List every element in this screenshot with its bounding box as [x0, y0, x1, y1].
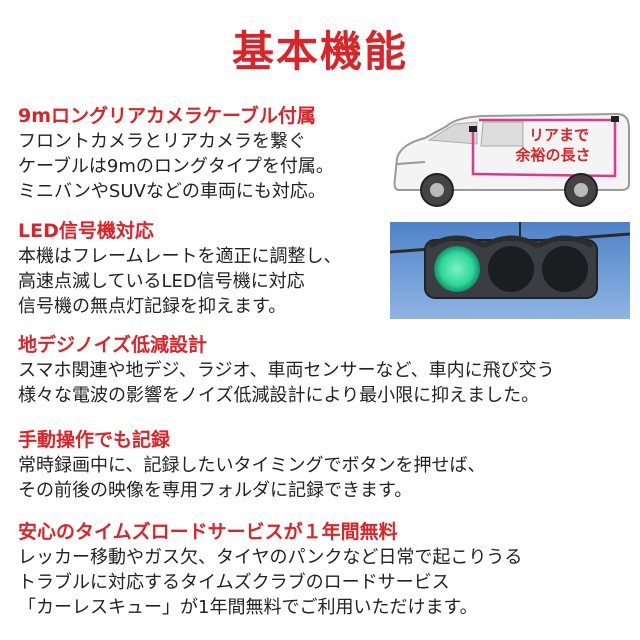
section-heading: LED信号機対応 — [18, 220, 154, 242]
section-rear-camera-cable: 9mロングリアカメラケーブル付属 フロントカメラとリアカメラを繋ぐ ケーブルは9… — [18, 103, 334, 204]
yellow-lamp — [488, 246, 534, 292]
front-camera — [469, 126, 477, 132]
section-body: フロントカメラとリアカメラを繋ぐ ケーブルは9mのロングタイプを付属。 ミニバン… — [18, 129, 334, 204]
section-road-service: 安心のタイムズロードサービスが１年間無料 レッカー移動やガス欠、タイヤのパンクな… — [18, 519, 522, 620]
body-line: ケーブルは9mのロングタイプを付属。 — [18, 156, 334, 177]
section-body: スマホ関連や地デジ、ラジオ、車両センサーなど、車内に飛び交う 様々な電波の影響を… — [18, 358, 555, 408]
body-line: その前後の映像を専用フォルダに記録できます。 — [18, 480, 413, 501]
body-line: 信号機の無点灯記録を抑えます。 — [18, 296, 287, 317]
section-led-signal: LED信号機対応 本機はフレームレートを適正に調整し、 高速点滅しているLED信… — [18, 218, 341, 319]
body-line: トラブルに対応するタイムズクラブのロードサービス — [18, 572, 450, 593]
section-heading: 9mロングリアカメラケーブル付属 — [18, 105, 316, 127]
body-line: 様々な電波の影響をノイズ低減設計により最小限に抑えました。 — [18, 385, 540, 406]
section-manual-recording: 手動操作でも記録 常時録画中に、記録したいタイミングでボタンを押せば、 その前後… — [18, 427, 485, 503]
body-line: 常時録画中に、記録したいタイミングでボタンを押せば、 — [18, 455, 486, 476]
van-callout-line2: 余裕の長さ — [514, 146, 590, 164]
van-callout-line1: リアまで — [529, 127, 589, 144]
red-lamp — [542, 246, 588, 292]
body-line: 高速点滅しているLED信号機に対応 — [18, 271, 305, 292]
section-heading: 地デジノイズ低減設計 — [18, 334, 208, 356]
minivan-illustration: リアまで 余裕の長さ — [393, 112, 630, 207]
green-lamp — [434, 246, 480, 292]
section-body: 本機はフレームレートを適正に調整し、 高速点滅しているLED信号機に対応 信号機… — [18, 244, 341, 319]
section-noise-reduction: 地デジノイズ低減設計 スマホ関連や地デジ、ラジオ、車両センサーなど、車内に飛び交… — [18, 332, 555, 408]
body-line: スマホ関連や地デジ、ラジオ、車両センサーなど、車内に飛び交う — [18, 360, 555, 381]
body-line: フロントカメラとリアカメラを繋ぐ — [18, 131, 306, 152]
body-line: ミニバンやSUVなどの車両にも対応。 — [18, 181, 326, 202]
van-grille — [396, 161, 426, 165]
van-windshield — [427, 121, 478, 145]
section-heading: 手動操作でも記録 — [18, 429, 171, 451]
van-front-window — [480, 121, 524, 147]
body-line: 「カーレスキュー」が1年間無料でご利用いただけます。 — [18, 597, 478, 618]
section-body: レッカー移動やガス欠、タイヤのパンクなど日常で起こりうる トラブルに対応するタイ… — [18, 545, 522, 620]
rear-camera — [611, 116, 619, 122]
traffic-signal-photo — [390, 222, 630, 319]
body-line: レッカー移動やガス欠、タイヤのパンクなど日常で起こりうる — [18, 547, 523, 568]
page-title: 基本機能 — [231, 27, 408, 76]
body-line: 本機はフレームレートを適正に調整し、 — [18, 246, 342, 267]
section-heading: 安心のタイムズロードサービスが１年間無料 — [18, 521, 398, 543]
section-body: 常時録画中に、記録したいタイミングでボタンを押せば、 その前後の映像を専用フォル… — [18, 453, 485, 503]
cable-line — [471, 118, 617, 178]
